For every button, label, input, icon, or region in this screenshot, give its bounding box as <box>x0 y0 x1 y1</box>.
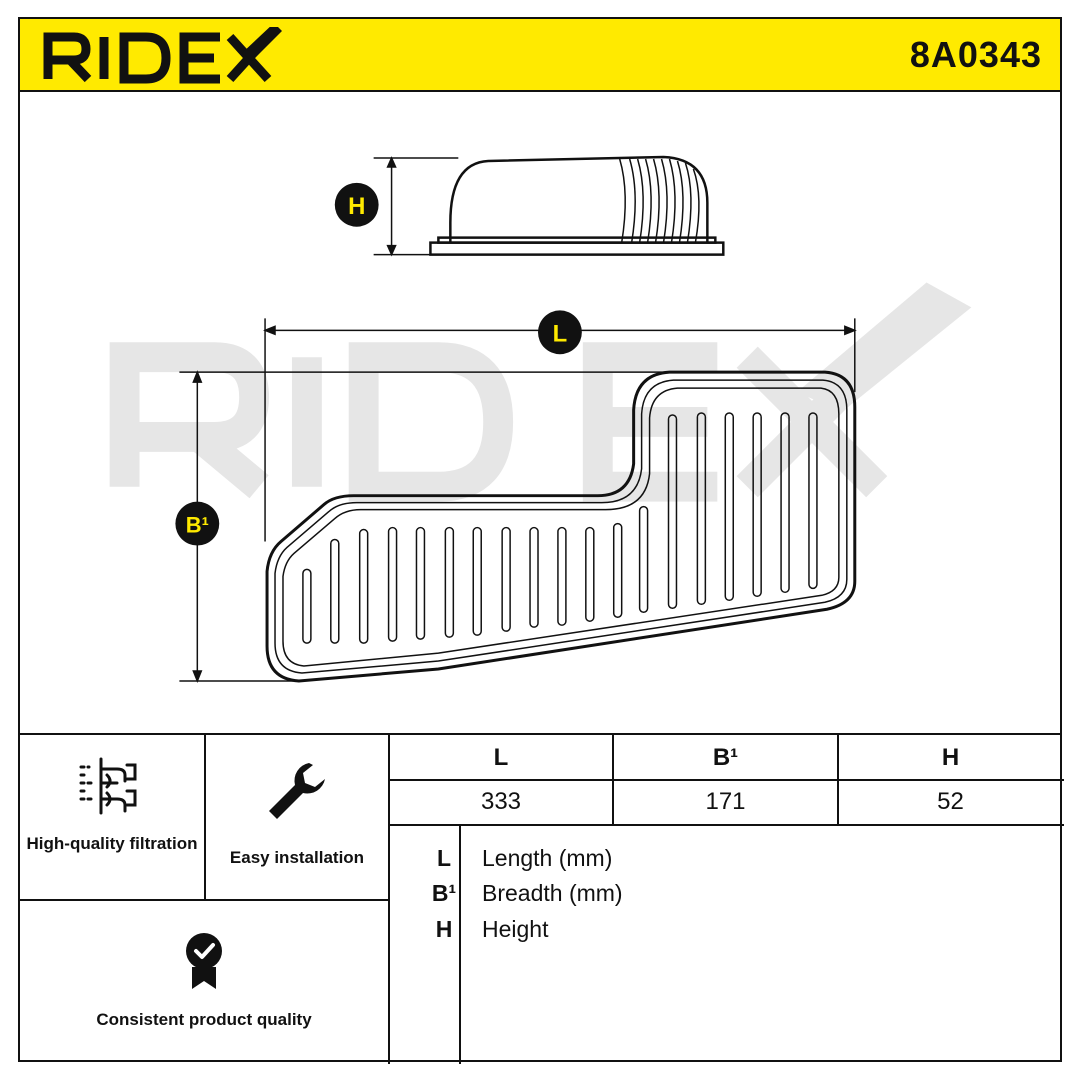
legend-desc-height: Height <box>482 916 549 942</box>
ridex-watermark <box>109 342 888 502</box>
legend-key-breadth: B¹ <box>431 880 457 906</box>
divider <box>390 824 1064 826</box>
badge-height: H <box>334 182 379 227</box>
legend-key-height: H <box>435 916 453 942</box>
header-bar: 8A0343 <box>20 19 1060 92</box>
info-grid: High-quality filtration Easy installatio… <box>20 733 1064 1064</box>
dim-value-breadth: 171 <box>705 788 746 815</box>
divider <box>20 899 390 901</box>
feature-filtration: High-quality filtration <box>20 755 204 854</box>
dim-header-breadth: B¹ <box>712 744 739 771</box>
svg-text:L: L <box>553 320 568 347</box>
part-number: 8A0343 <box>909 34 1042 75</box>
feature-installation: Easy installation <box>206 761 388 868</box>
dim-value-length: 333 <box>480 788 522 815</box>
divider <box>204 735 206 899</box>
badge-breadth: B¹ <box>175 501 220 546</box>
svg-text:H: H <box>348 193 365 220</box>
badge-length: L <box>538 310 582 355</box>
legend-desc-length: Length (mm) <box>482 845 613 871</box>
dim-header-height: H <box>941 744 960 771</box>
side-view-outline <box>429 155 725 256</box>
ridex-logo <box>43 27 282 84</box>
divider <box>459 825 461 1064</box>
product-sheet: 8A0343 <box>18 17 1064 1064</box>
quality-badge-icon <box>186 933 222 989</box>
dim-value-height: 52 <box>937 788 964 815</box>
legend-key-length: L <box>436 845 452 871</box>
technical-drawing: H L B¹ <box>109 155 972 683</box>
top-view-outline <box>265 370 857 683</box>
height-dimension-line <box>373 156 459 257</box>
feature-quality: Consistent product quality <box>20 931 388 1030</box>
svg-text:B¹: B¹ <box>186 513 209 538</box>
divider <box>390 779 1064 781</box>
filter-layers-icon <box>79 757 137 815</box>
dim-header-length: L <box>493 744 509 771</box>
wrench-icon <box>269 763 325 819</box>
legend-desc-breadth: Breadth (mm) <box>482 880 623 906</box>
